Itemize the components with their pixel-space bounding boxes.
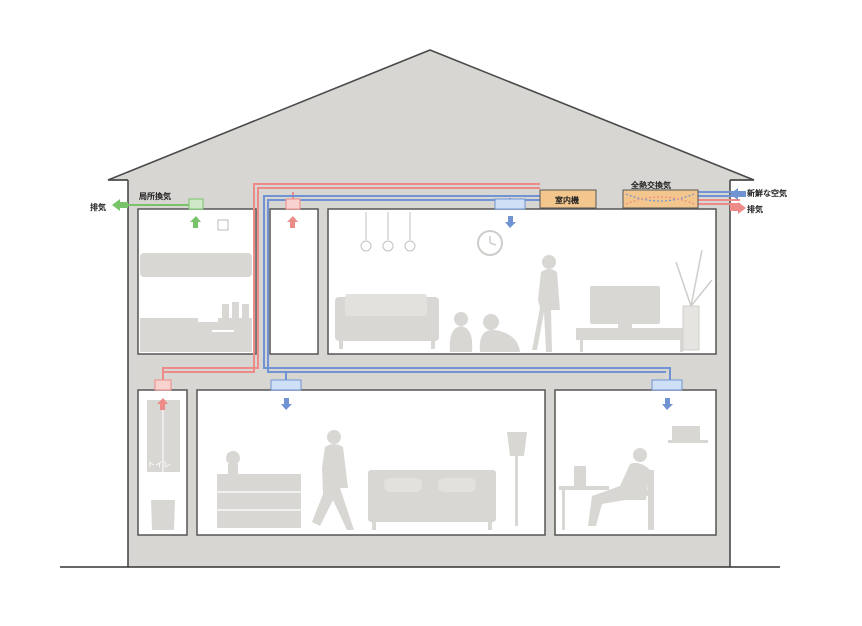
left-arrow-icon xyxy=(730,188,746,200)
up-arrow-icon xyxy=(287,216,298,228)
down-arrow-icon xyxy=(505,216,516,228)
exhaust-right-label: 排気 xyxy=(747,204,763,214)
study-furniture xyxy=(559,426,708,530)
bathroom-label: 浴室 xyxy=(187,280,203,290)
up-arrow-icon xyxy=(157,398,168,410)
erv-unit xyxy=(622,189,699,209)
right-arrow-icon xyxy=(730,202,746,214)
living-furniture xyxy=(335,212,713,352)
hallway-room xyxy=(269,208,319,355)
erv-unit-label: 全熱交換気 xyxy=(630,180,671,190)
vent-units xyxy=(154,198,683,391)
local-exhaust-label: 局所換気 xyxy=(138,191,171,201)
toilet-furniture xyxy=(147,400,180,530)
left-arrow-icon xyxy=(112,199,128,211)
fresh-air-label: 新鮮な空気 xyxy=(747,188,787,198)
bedroom-furniture xyxy=(217,430,527,530)
indoor-unit xyxy=(539,189,597,209)
indoor-unit-label: 室内機 xyxy=(555,195,579,205)
living-room-label: 居室 xyxy=(487,278,503,288)
up-arrow-icon xyxy=(190,216,201,228)
down-arrow-icon xyxy=(662,398,673,410)
toilet-label: トイレ xyxy=(147,460,171,469)
bathroom-furniture xyxy=(140,219,252,352)
study-label: 居室 xyxy=(598,459,614,469)
exhaust-left-label: 排気 xyxy=(90,202,106,212)
hallway-label: 廊下 xyxy=(286,278,302,288)
study-room xyxy=(554,389,717,536)
down-arrow-icon xyxy=(281,398,292,410)
bedroom-label: 居室 xyxy=(363,459,379,469)
airflow-arrows xyxy=(112,188,746,410)
